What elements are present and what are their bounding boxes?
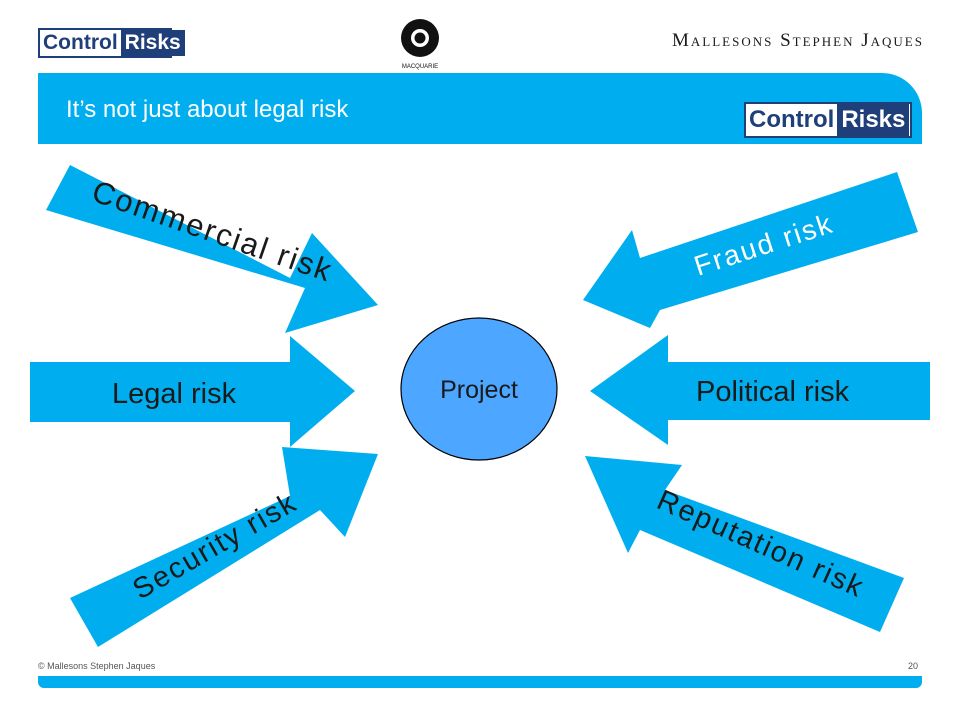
legal-risk-arrow-shape: [30, 336, 355, 447]
msj-logo: Mallesons Stephen Jaques: [672, 30, 924, 51]
reputation-risk-arrow: Reputation risk: [585, 456, 904, 632]
project-ellipse: [400, 317, 558, 461]
macquarie-logo: MACQUARIE: [401, 19, 439, 70]
commercial-risk-arrow-shape: [46, 165, 378, 333]
macquarie-logo-text: MACQUARIE: [402, 64, 438, 70]
security-risk-label: Security risk: [128, 486, 303, 606]
legal-risk-label: Legal risk: [112, 378, 237, 410]
footer-bar: [38, 676, 922, 688]
fraud-risk-arrow: Fraud risk: [583, 172, 918, 328]
reputation-risk-arrow-shape: [585, 456, 904, 632]
project-node: Project: [400, 317, 558, 461]
fraud-risk-arrow-shape: [583, 172, 918, 328]
control-risks-logo: Control Risks: [38, 28, 185, 58]
political-risk-label: Political risk: [696, 376, 850, 408]
project-label: Project: [440, 376, 518, 404]
political-risk-arrow-shape: [590, 335, 930, 445]
page-number: 20: [908, 661, 919, 671]
security-risk-arrow-shape: [70, 447, 378, 647]
legal-risk-arrow: Legal risk: [30, 336, 355, 447]
control-risks-banner-logo: Control Risks: [744, 102, 912, 138]
footer-copyright: © Mallesons Stephen Jaques: [38, 661, 156, 671]
security-risk-arrow: Security risk: [70, 447, 378, 647]
political-risk-arrow: Political risk: [590, 335, 930, 445]
page-title: It’s not just about legal risk: [66, 96, 349, 123]
commercial-risk-arrow: Commercial risk: [46, 165, 378, 333]
